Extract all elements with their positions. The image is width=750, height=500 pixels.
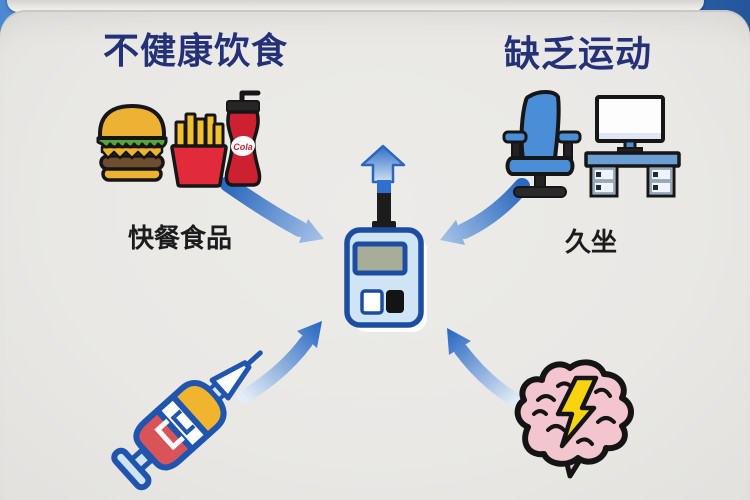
lightning-bolt-icon <box>555 375 599 449</box>
cola-logo-text: Cola <box>233 142 253 152</box>
arrow-from-fastfood-icon <box>220 176 324 243</box>
desk-right-drawers <box>646 164 676 198</box>
office-chair-icon <box>502 90 582 198</box>
straw-icon <box>239 90 261 105</box>
hamburger-icon <box>96 104 168 182</box>
desktop-computer-icon <box>584 95 681 198</box>
meter-black-button <box>386 290 404 313</box>
desk-left-drawers <box>589 164 619 198</box>
arrow-from-brain-icon <box>447 328 524 408</box>
stressed-brain-icon <box>514 359 634 479</box>
brain-gyri-lines <box>532 381 616 446</box>
arrow-from-syringe-icon <box>237 321 322 404</box>
insulin-syringe-icon <box>111 350 263 491</box>
caption-sedentary: 久坐 <box>565 227 618 257</box>
test-strip-tip <box>377 180 391 196</box>
title-unhealthy-diet: 不健康饮食 <box>103 30 289 71</box>
title-lack-of-exercise: 缺乏运动 <box>504 33 653 74</box>
meter-screen <box>352 241 408 276</box>
meter-white-button <box>360 289 384 315</box>
french-fries-icon <box>170 112 228 188</box>
caption-fast-food: 快餐食品 <box>128 223 233 253</box>
top-card-edge <box>7 0 704 12</box>
glucose-meter-icon <box>344 180 427 332</box>
test-strip <box>377 193 391 223</box>
cola-cup-icon: Cola <box>224 90 262 187</box>
